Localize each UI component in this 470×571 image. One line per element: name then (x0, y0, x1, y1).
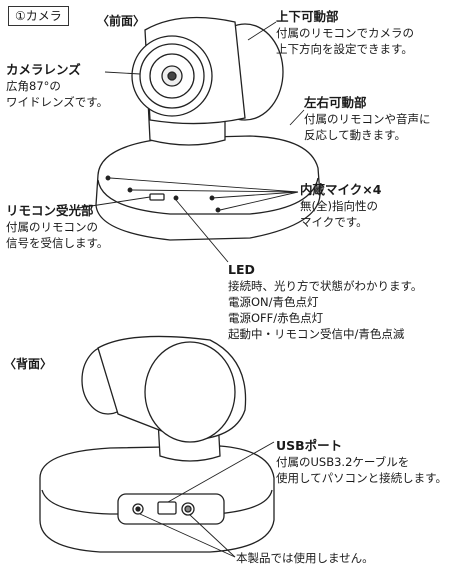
led-callout: LED 接続時、光り方で状態がわかります。 電源ON/青色点灯 電源OFF/赤色… (228, 262, 422, 342)
tilt-line-1: 付属のリモコンでカメラの (276, 26, 414, 40)
usb-line-2: 使用してパソコンと接続します。 (276, 471, 448, 485)
tilt-line-2: 上下方向を設定できます。 (276, 42, 413, 56)
mic-line-2: マイクです。 (300, 215, 368, 229)
usb-heading: USBポート (276, 438, 343, 453)
usb-port (157, 501, 177, 515)
pan-line-1: 付属のリモコンや音声に (304, 112, 431, 126)
pan-line-2: 反応して動きます。 (304, 128, 407, 142)
back-view-label: 〈背面〉 (4, 357, 53, 371)
remote-line-1: 付属のリモコンの (6, 220, 98, 234)
remote-line-2: 信号を受信します。 (6, 236, 109, 250)
usb-line-1: 付属のUSB3.2ケーブルを (276, 455, 410, 469)
led-line-1: 接続時、光り方で状態がわかります。 (228, 279, 423, 293)
front-view-label: 〈前面〉 (97, 14, 146, 28)
lens-line-2: ワイドレンズです。 (6, 95, 109, 109)
lens-heading: カメラレンズ (6, 62, 81, 77)
mic-line-1: 無(全)指向性の (300, 199, 378, 213)
led-line-4: 起動中・リモコン受信中/青色点滅 (228, 327, 405, 341)
tilt-heading: 上下可動部 (276, 9, 339, 24)
led-line-2: 電源ON/青色点灯 (228, 295, 319, 309)
mic-heading: 内蔵マイク×4 (300, 182, 382, 197)
pan-callout: 左右可動部 付属のリモコンや音声に 反応して動きます。 (304, 95, 431, 143)
led-line-3: 電源OFF/赤色点灯 (228, 311, 324, 325)
led-heading: LED (228, 262, 255, 277)
remote-callout: リモコン受光部 付属のリモコンの 信号を受信します。 (6, 203, 108, 251)
tilt-callout: 上下可動部 付属のリモコンでカメラの 上下方向を設定できます。 (276, 9, 414, 57)
back-dome (144, 341, 236, 443)
section-title: ①カメラ (8, 6, 69, 26)
front-base (95, 135, 321, 241)
pan-heading: 左右可動部 (304, 95, 367, 110)
usb-callout: USBポート 付属のUSB3.2ケーブルを 使用してパソコンと接続します。 (276, 438, 447, 486)
lens-callout: カメラレンズ 広角87°の ワイドレンズです。 (6, 62, 108, 110)
remote-heading: リモコン受光部 (6, 203, 94, 218)
lens-line-1: 広角87°の (6, 79, 61, 93)
mic-callout: 内蔵マイク×4 無(全)指向性の マイクです。 (300, 182, 381, 230)
unused-ports-note: 本製品では使用しません。 (236, 551, 374, 565)
